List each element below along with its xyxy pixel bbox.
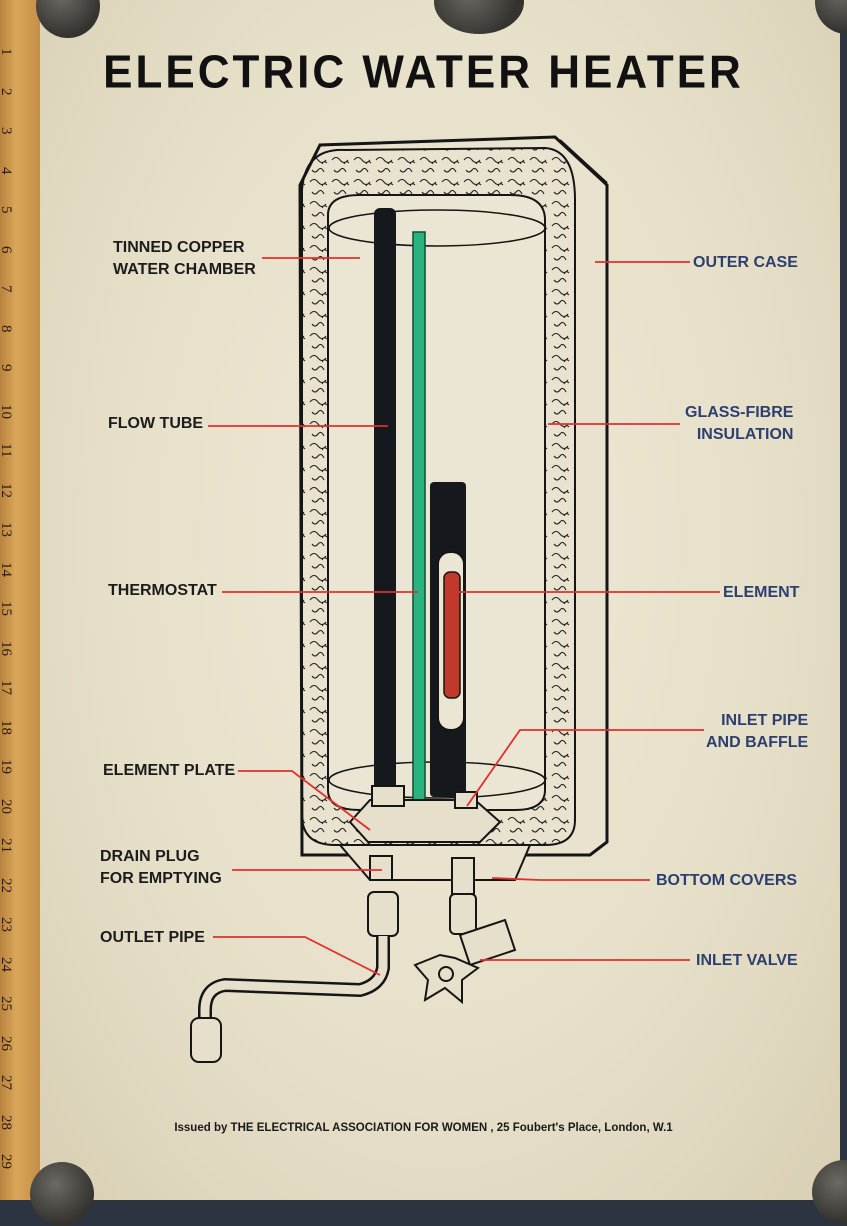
label-thermostat: THERMOSTAT: [108, 582, 217, 599]
label-flow-tube: FLOW TUBE: [108, 415, 204, 432]
inlet-valve: [458, 918, 517, 967]
label-inlet-pipe-and-baffle: INLET PIPE AND BAFFLE: [706, 712, 809, 751]
element-plate: [348, 799, 502, 843]
label-outer-case: OUTER CASE: [693, 254, 798, 271]
leader-lines: [208, 257, 720, 976]
label-glass-fibre-insulation: GLASS-FIBRE INSULATION: [685, 404, 794, 443]
label-tinned-copper-water-chamber: TINNED COPPER WATER CHAMBER: [113, 239, 256, 278]
label-outlet-pipe: OUTLET PIPE: [100, 929, 205, 946]
thermostat: [412, 231, 426, 801]
element: [443, 571, 461, 699]
bottom-covers: [337, 844, 532, 881]
footer-credit: Issued by THE ELECTRICAL ASSOCIATION FOR…: [174, 1122, 673, 1134]
label-drain-plug: DRAIN PLUG FOR EMPTYING: [100, 848, 222, 887]
flow-tube: [374, 208, 396, 796]
label-element: ELEMENT: [723, 584, 800, 601]
label-inlet-valve: INLET VALVE: [696, 952, 798, 969]
label-element-plate: ELEMENT PLATE: [103, 762, 236, 779]
heater-diagram: [190, 135, 720, 1063]
page-title: ELECTRIC WATER HEATER: [103, 46, 744, 99]
label-bottom-covers: BOTTOM COVERS: [656, 872, 798, 889]
